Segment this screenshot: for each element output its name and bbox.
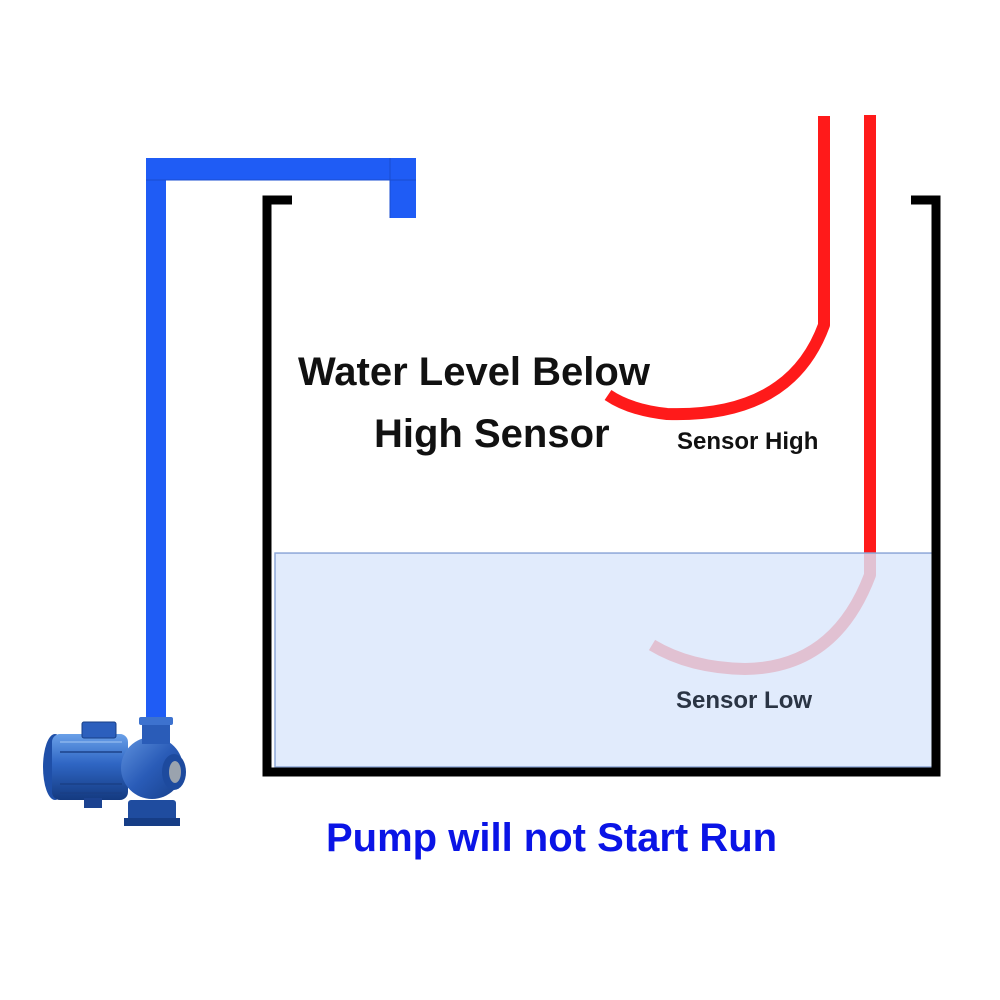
pump-status-message: Pump will not Start Run [326, 816, 778, 860]
water-level-status-line-1: Water Level Below [298, 350, 650, 394]
discharge-pipe [146, 158, 416, 720]
sensor-high-label: Sensor High [677, 428, 819, 455]
sensor-low-label: Sensor Low [676, 687, 813, 714]
water-level-status-line-2: High Sensor [374, 412, 610, 456]
tank-outline [262, 195, 941, 777]
sensor-high-wire [604, 116, 830, 421]
pump-icon [43, 717, 186, 826]
water-body [274, 552, 938, 768]
